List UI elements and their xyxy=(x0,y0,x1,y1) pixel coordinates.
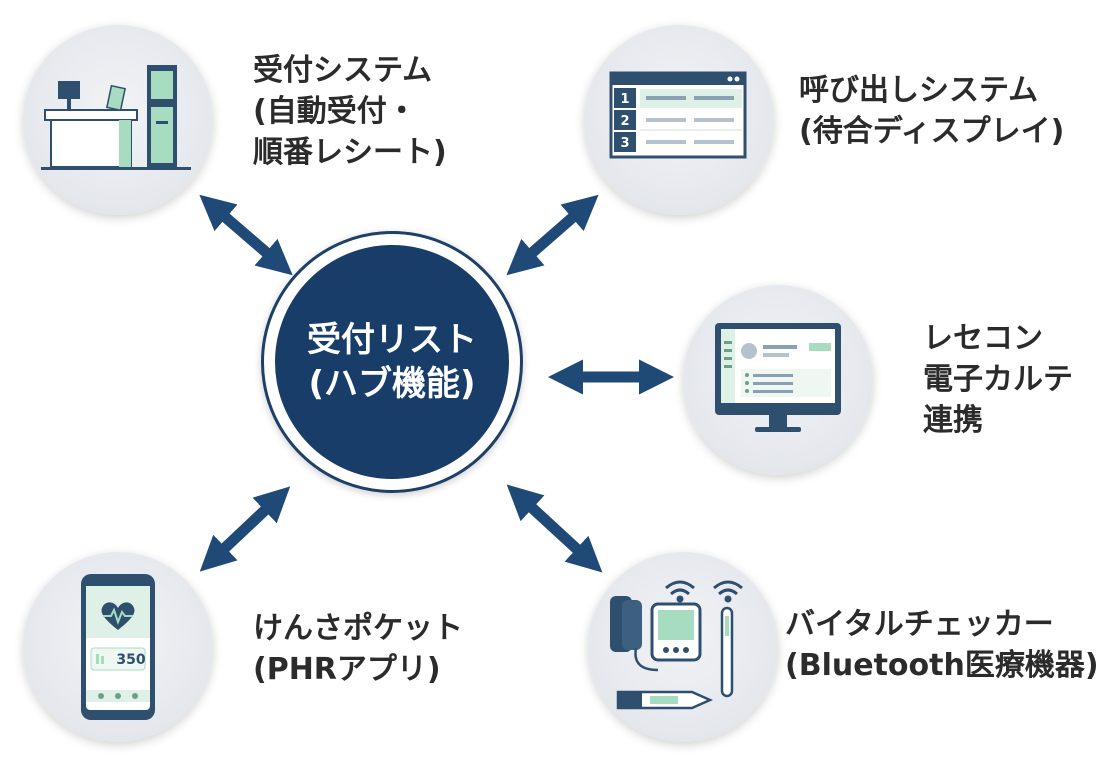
calling-label-line: 呼び出しシステム xyxy=(799,73,1039,108)
calling-label: 呼び出しシステム (待合ディスプレイ) xyxy=(799,70,1064,152)
reception-label: 受付システム (自動受付・ 順番レシート) xyxy=(253,50,447,173)
ehr-label: レセコン 電子カルテ 連携 xyxy=(923,318,1073,441)
vitals-label-line: (Bluetooth医療機器) xyxy=(785,648,1099,683)
arrow-calling-hub xyxy=(506,194,599,276)
arrow-vitals-hub xyxy=(506,484,603,573)
phr-node-circle: 350 xyxy=(23,552,213,742)
vitals-label: バイタルチェッカー (Bluetooth医療機器) xyxy=(785,604,1099,686)
ehr-label-line: 電子カルテ xyxy=(923,362,1073,397)
calling-node-circle: 1 2 3 xyxy=(584,25,774,215)
hub-title: 受付リスト xyxy=(307,320,477,360)
ehr-label-line: レセコン xyxy=(923,321,1043,356)
display-row-number: 1 xyxy=(620,92,629,107)
reception-label-line: (自動受付・ xyxy=(253,94,417,129)
reception-label-line: 受付システム xyxy=(253,53,433,88)
hub-node: 受付リスト (ハブ機能) xyxy=(275,245,509,479)
phr-label-line: (PHRアプリ) xyxy=(253,652,441,687)
vitals-label-line: バイタルチェッカー xyxy=(785,607,1054,642)
heart-icon xyxy=(101,602,135,630)
reception-label-line: 順番レシート) xyxy=(253,135,447,170)
monitor-icon xyxy=(715,323,841,432)
reception-kiosk-icon xyxy=(41,65,191,170)
vitals-node-circle xyxy=(588,552,778,742)
waiting-display-icon: 1 2 3 xyxy=(609,71,747,159)
display-row-number: 3 xyxy=(620,136,629,151)
phr-label: けんさポケット (PHRアプリ) xyxy=(253,608,463,690)
display-row-number: 2 xyxy=(620,114,629,129)
reception-node-circle xyxy=(23,25,213,215)
hub-subtitle: (ハブ機能) xyxy=(308,364,476,404)
phr-app-value: 350 xyxy=(116,652,145,668)
calling-label-line: (待合ディスプレイ) xyxy=(799,114,1065,149)
smartphone-icon: 350 xyxy=(81,574,155,720)
medical-devices-icon xyxy=(610,580,743,710)
arrow-reception-hub xyxy=(199,194,293,276)
ehr-node-circle xyxy=(683,285,873,475)
arrow-phr-hub xyxy=(199,486,291,572)
wifi-icon xyxy=(713,580,743,603)
wifi-icon xyxy=(665,580,695,603)
ehr-label-line: 連携 xyxy=(923,403,983,438)
phr-label-line: けんさポケット xyxy=(253,611,463,646)
